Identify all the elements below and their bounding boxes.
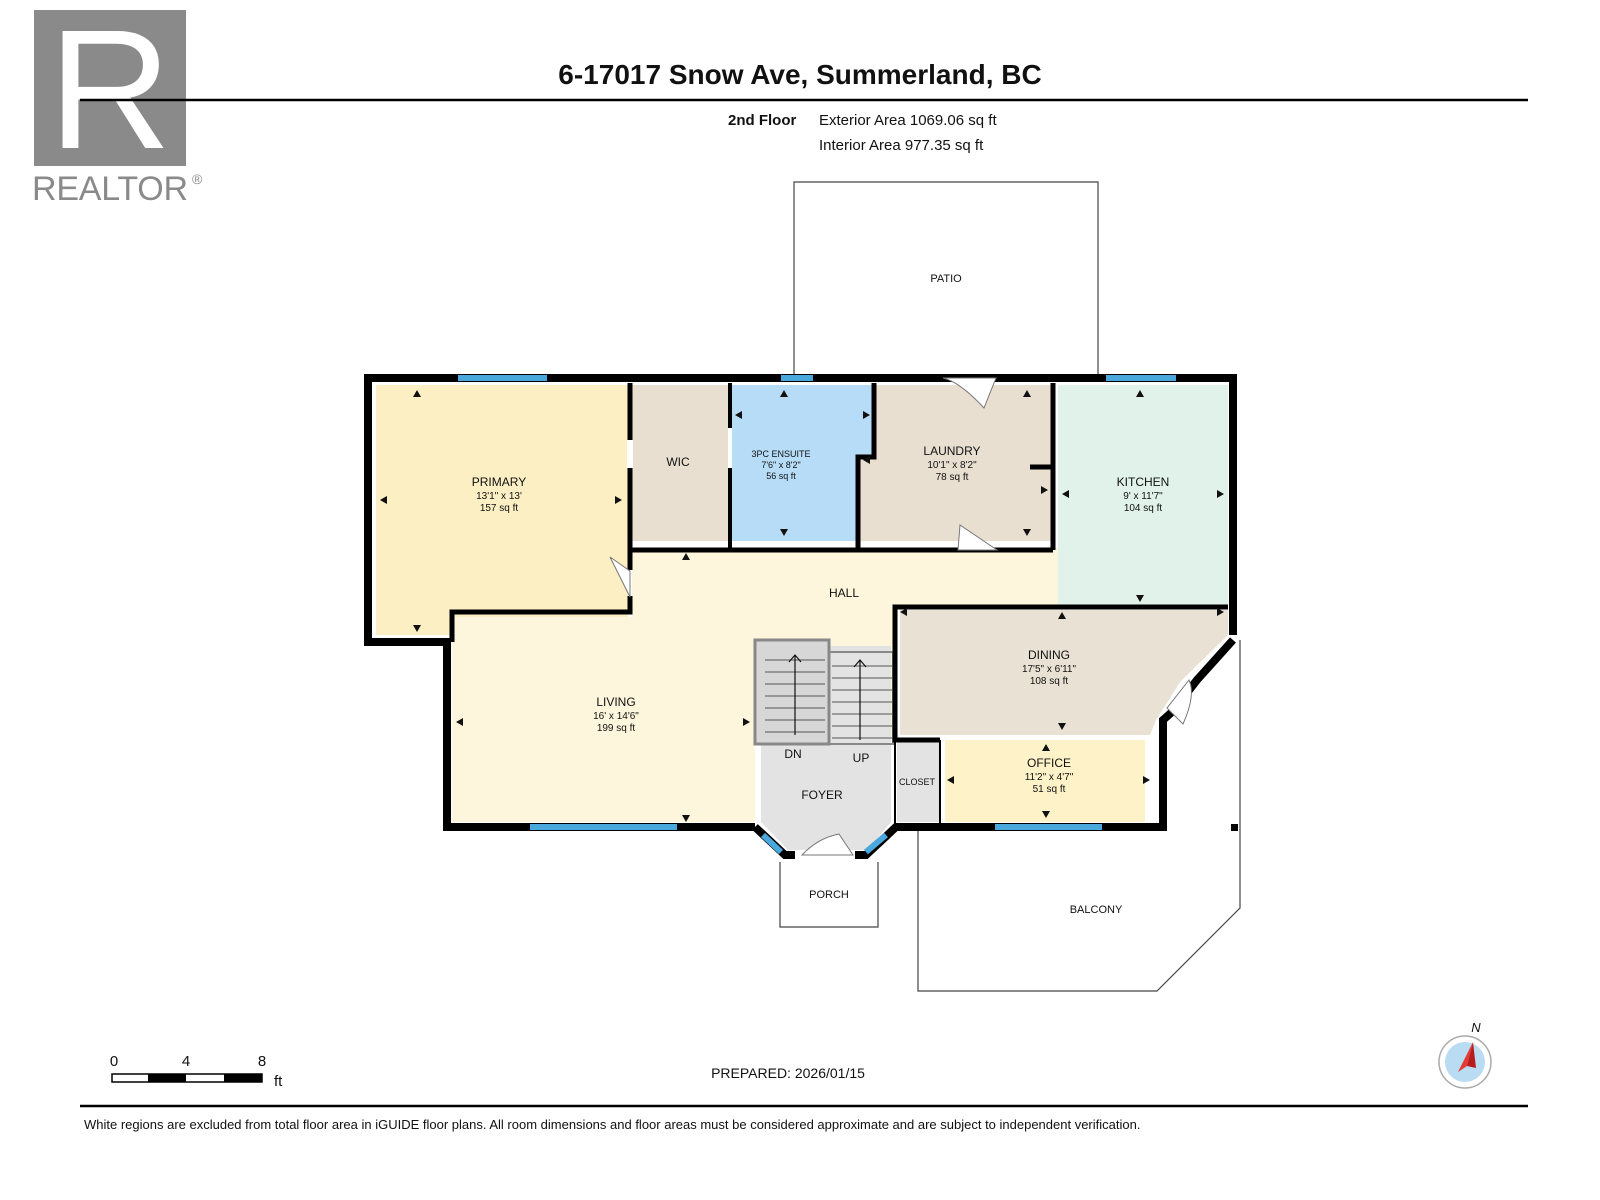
door-swing bbox=[609, 556, 631, 598]
compass-icon: N bbox=[1438, 1020, 1492, 1089]
page-title: 6-17017 Snow Ave, Summerland, BC bbox=[558, 59, 1041, 90]
kitchen-room-fill bbox=[1058, 385, 1228, 605]
laundry-room-dims: 10'1" x 8'2" bbox=[927, 460, 977, 471]
window bbox=[760, 832, 784, 855]
closet-room-name: CLOSET bbox=[899, 777, 936, 787]
wic-room-fill bbox=[632, 385, 728, 541]
kitchen-room-name: KITCHEN bbox=[1117, 475, 1170, 489]
ensuite-room-name: 3PC ENSUITE bbox=[751, 449, 810, 459]
stairs: DN UP bbox=[753, 638, 894, 765]
scale-unit: ft bbox=[274, 1073, 283, 1090]
windows bbox=[458, 375, 1176, 855]
laundry-room-area: 78 sq ft bbox=[936, 472, 969, 483]
foyer-room-name: FOYER bbox=[801, 788, 843, 802]
realtor-logo-letter: R bbox=[49, 0, 172, 185]
closet-fill bbox=[897, 740, 939, 822]
exterior-area: Exterior Area 1069.06 sq ft bbox=[819, 112, 997, 129]
walls bbox=[364, 374, 1237, 859]
window bbox=[864, 832, 888, 855]
door-swing bbox=[957, 524, 999, 551]
ensuite-room-fill bbox=[732, 385, 872, 541]
dining-room-name: DINING bbox=[1028, 648, 1070, 662]
stairs-up-label: UP bbox=[853, 751, 870, 765]
exterior-wall bbox=[364, 374, 1237, 831]
realtor-logo: R REALTOR ® bbox=[32, 0, 203, 208]
realtor-logo-name: REALTOR bbox=[32, 170, 188, 208]
scale-label-0: 0 bbox=[110, 1053, 118, 1070]
kitchen-room-area: 104 sq ft bbox=[1124, 503, 1163, 514]
dining-room-fill bbox=[900, 610, 1228, 735]
footer-disclaimer: White regions are excluded from total fl… bbox=[84, 1117, 1140, 1132]
scale-bar: 0 4 8 ft bbox=[110, 1053, 283, 1090]
scale-label-4: 4 bbox=[182, 1053, 190, 1070]
living-room-dims: 16' x 14'6" bbox=[593, 711, 639, 722]
primary-room-dims: 13'1" x 13' bbox=[476, 491, 522, 502]
office-room-area: 51 sq ft bbox=[1033, 784, 1066, 795]
office-room-fill bbox=[945, 740, 1145, 822]
porch-label: PORCH bbox=[809, 889, 849, 901]
room-fills bbox=[376, 385, 1228, 850]
scale-label-8: 8 bbox=[258, 1053, 266, 1070]
dining-room-area: 108 sq ft bbox=[1030, 676, 1069, 687]
dining-room-dims: 17'5" x 6'11" bbox=[1022, 664, 1077, 675]
primary-room-fill bbox=[376, 385, 628, 635]
doors bbox=[609, 377, 1192, 856]
compass-north-label: N bbox=[1471, 1020, 1481, 1035]
stairs-down-label: DN bbox=[784, 747, 801, 761]
balcony-label: BALCONY bbox=[1070, 904, 1123, 916]
floor-label: 2nd Floor bbox=[728, 112, 796, 129]
hall-room-name: HALL bbox=[829, 586, 859, 600]
realtor-registered-mark: ® bbox=[192, 171, 203, 187]
ensuite-room-area: 56 sq ft bbox=[766, 471, 796, 481]
prepared-date: PREPARED: 2026/01/15 bbox=[711, 1065, 865, 1081]
dimension-markers bbox=[380, 390, 1224, 822]
door-swing bbox=[800, 833, 854, 856]
living-room-area: 199 sq ft bbox=[597, 723, 636, 734]
door-swing bbox=[1166, 679, 1192, 725]
primary-room-name: PRIMARY bbox=[472, 475, 526, 489]
laundry-room-fill bbox=[860, 385, 1053, 541]
kitchen-room-dims: 9' x 11'7" bbox=[1123, 491, 1163, 502]
room-labels: PRIMARY 13'1" x 13' 157 sq ft WIC 3PC EN… bbox=[472, 444, 1170, 802]
wic-room-name: WIC bbox=[666, 455, 690, 469]
ensuite-room-dims: 7'6" x 8'2" bbox=[761, 460, 800, 470]
patio: PATIO bbox=[793, 181, 1099, 378]
laundry-room-name: LAUNDRY bbox=[923, 444, 980, 458]
primary-room-area: 157 sq ft bbox=[480, 503, 519, 514]
office-room-name: OFFICE bbox=[1027, 756, 1071, 770]
porch: PORCH bbox=[779, 862, 879, 928]
door-swing bbox=[942, 377, 997, 409]
living-room-name: LIVING bbox=[596, 695, 635, 709]
balcony: BALCONY bbox=[917, 640, 1241, 992]
interior-area: Interior Area 977.35 sq ft bbox=[819, 137, 984, 154]
patio-label: PATIO bbox=[930, 273, 962, 285]
office-room-dims: 11'2" x 4'7" bbox=[1025, 772, 1074, 783]
